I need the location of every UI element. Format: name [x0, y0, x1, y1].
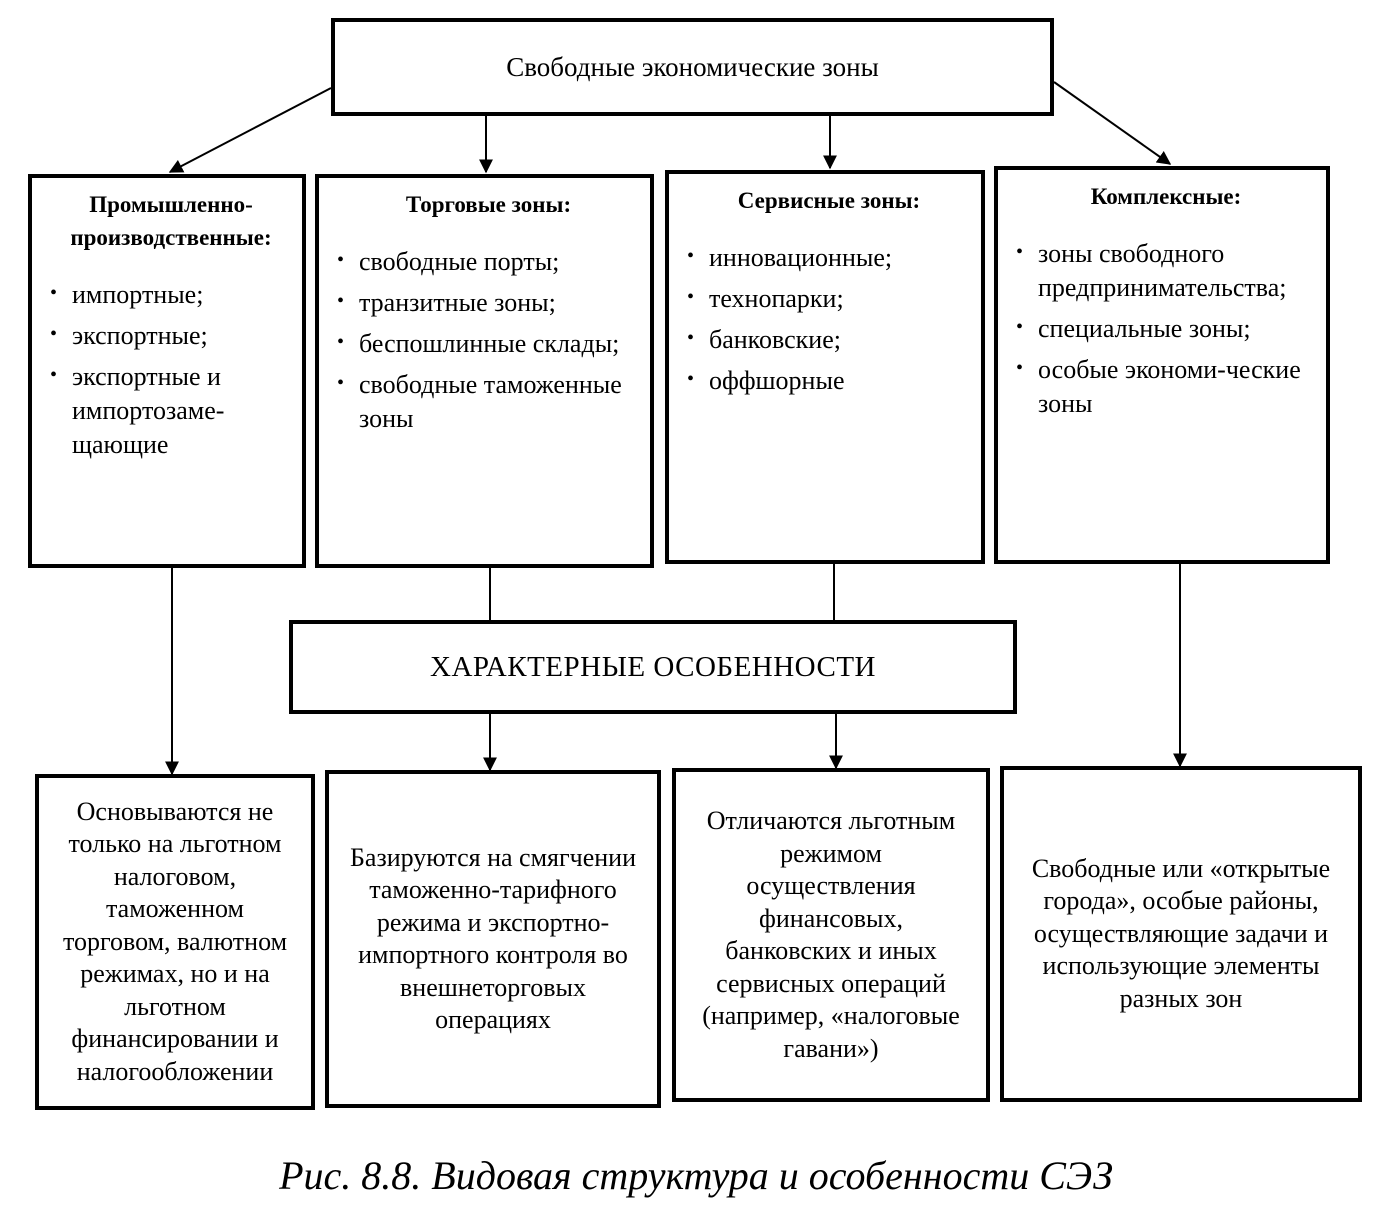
category-heading: Комплексные: — [1090, 184, 1242, 209]
category-item: особые экономи-ческие зоны — [1016, 351, 1316, 421]
category-heading: Сервисные зоны: — [737, 188, 921, 213]
description-text: Отличаются льготным режимом осуществлени… — [702, 806, 960, 1063]
description-trade: Базируются на смягчении таможенно-тарифн… — [325, 770, 661, 1108]
features-title: ХАРАКТЕРНЫЕ ОСОБЕННОСТИ — [430, 650, 876, 683]
category-item: экспортные; — [50, 317, 292, 353]
category-heading: Торговые зоны: — [405, 192, 572, 217]
description-text: Основываются не только на льготном налог… — [62, 796, 288, 1086]
arrow-root-to-complex — [1053, 81, 1172, 165]
root-title: Свободные экономические зоны — [506, 51, 879, 82]
figure-caption: Рис. 8.8. Видовая структура и особенност… — [279, 1153, 1113, 1198]
category-heading: Промышленно-производственные: — [70, 192, 272, 250]
category-item: банковские; — [687, 321, 971, 357]
category-item: специальные зоны; — [1016, 310, 1316, 346]
arrow-root-to-industrial — [168, 87, 332, 173]
category-industrial: Промышленно-производственные: импортные;… — [28, 174, 306, 568]
description-text: Свободные или «открытые города», особые … — [1031, 853, 1331, 1013]
category-complex: Комплексные: зоны свободного предпринима… — [994, 166, 1330, 564]
category-item: транзитные зоны; — [337, 284, 640, 320]
category-item: инновационные; — [687, 239, 971, 275]
description-industrial: Основываются не только на льготном налог… — [35, 774, 315, 1110]
category-item: оффшорные — [687, 362, 971, 398]
description-service: Отличаются льготным режимом осуществлени… — [672, 768, 990, 1102]
category-item: импортные; — [50, 276, 292, 312]
description-complex: Свободные или «открытые города», особые … — [1000, 766, 1362, 1102]
description-text: Базируются на смягчении таможенно-тарифн… — [350, 842, 636, 1035]
features-box: ХАРАКТЕРНЫЕ ОСОБЕННОСТИ — [289, 620, 1017, 714]
category-item: беспошлинные склады; — [337, 325, 640, 361]
root-box: Свободные экономические зоны — [331, 18, 1054, 116]
category-service: Сервисные зоны: инновационные; технопарк… — [665, 170, 985, 564]
category-item: технопарки; — [687, 280, 971, 316]
category-item: свободные таможенные зоны — [337, 366, 640, 436]
category-trade: Торговые зоны: свободные порты; транзитн… — [315, 174, 654, 568]
category-item: экспортные и импортозаме-щающие — [50, 358, 292, 462]
category-item: зоны свободного предпринимательства; — [1016, 235, 1316, 305]
category-item: свободные порты; — [337, 243, 640, 279]
